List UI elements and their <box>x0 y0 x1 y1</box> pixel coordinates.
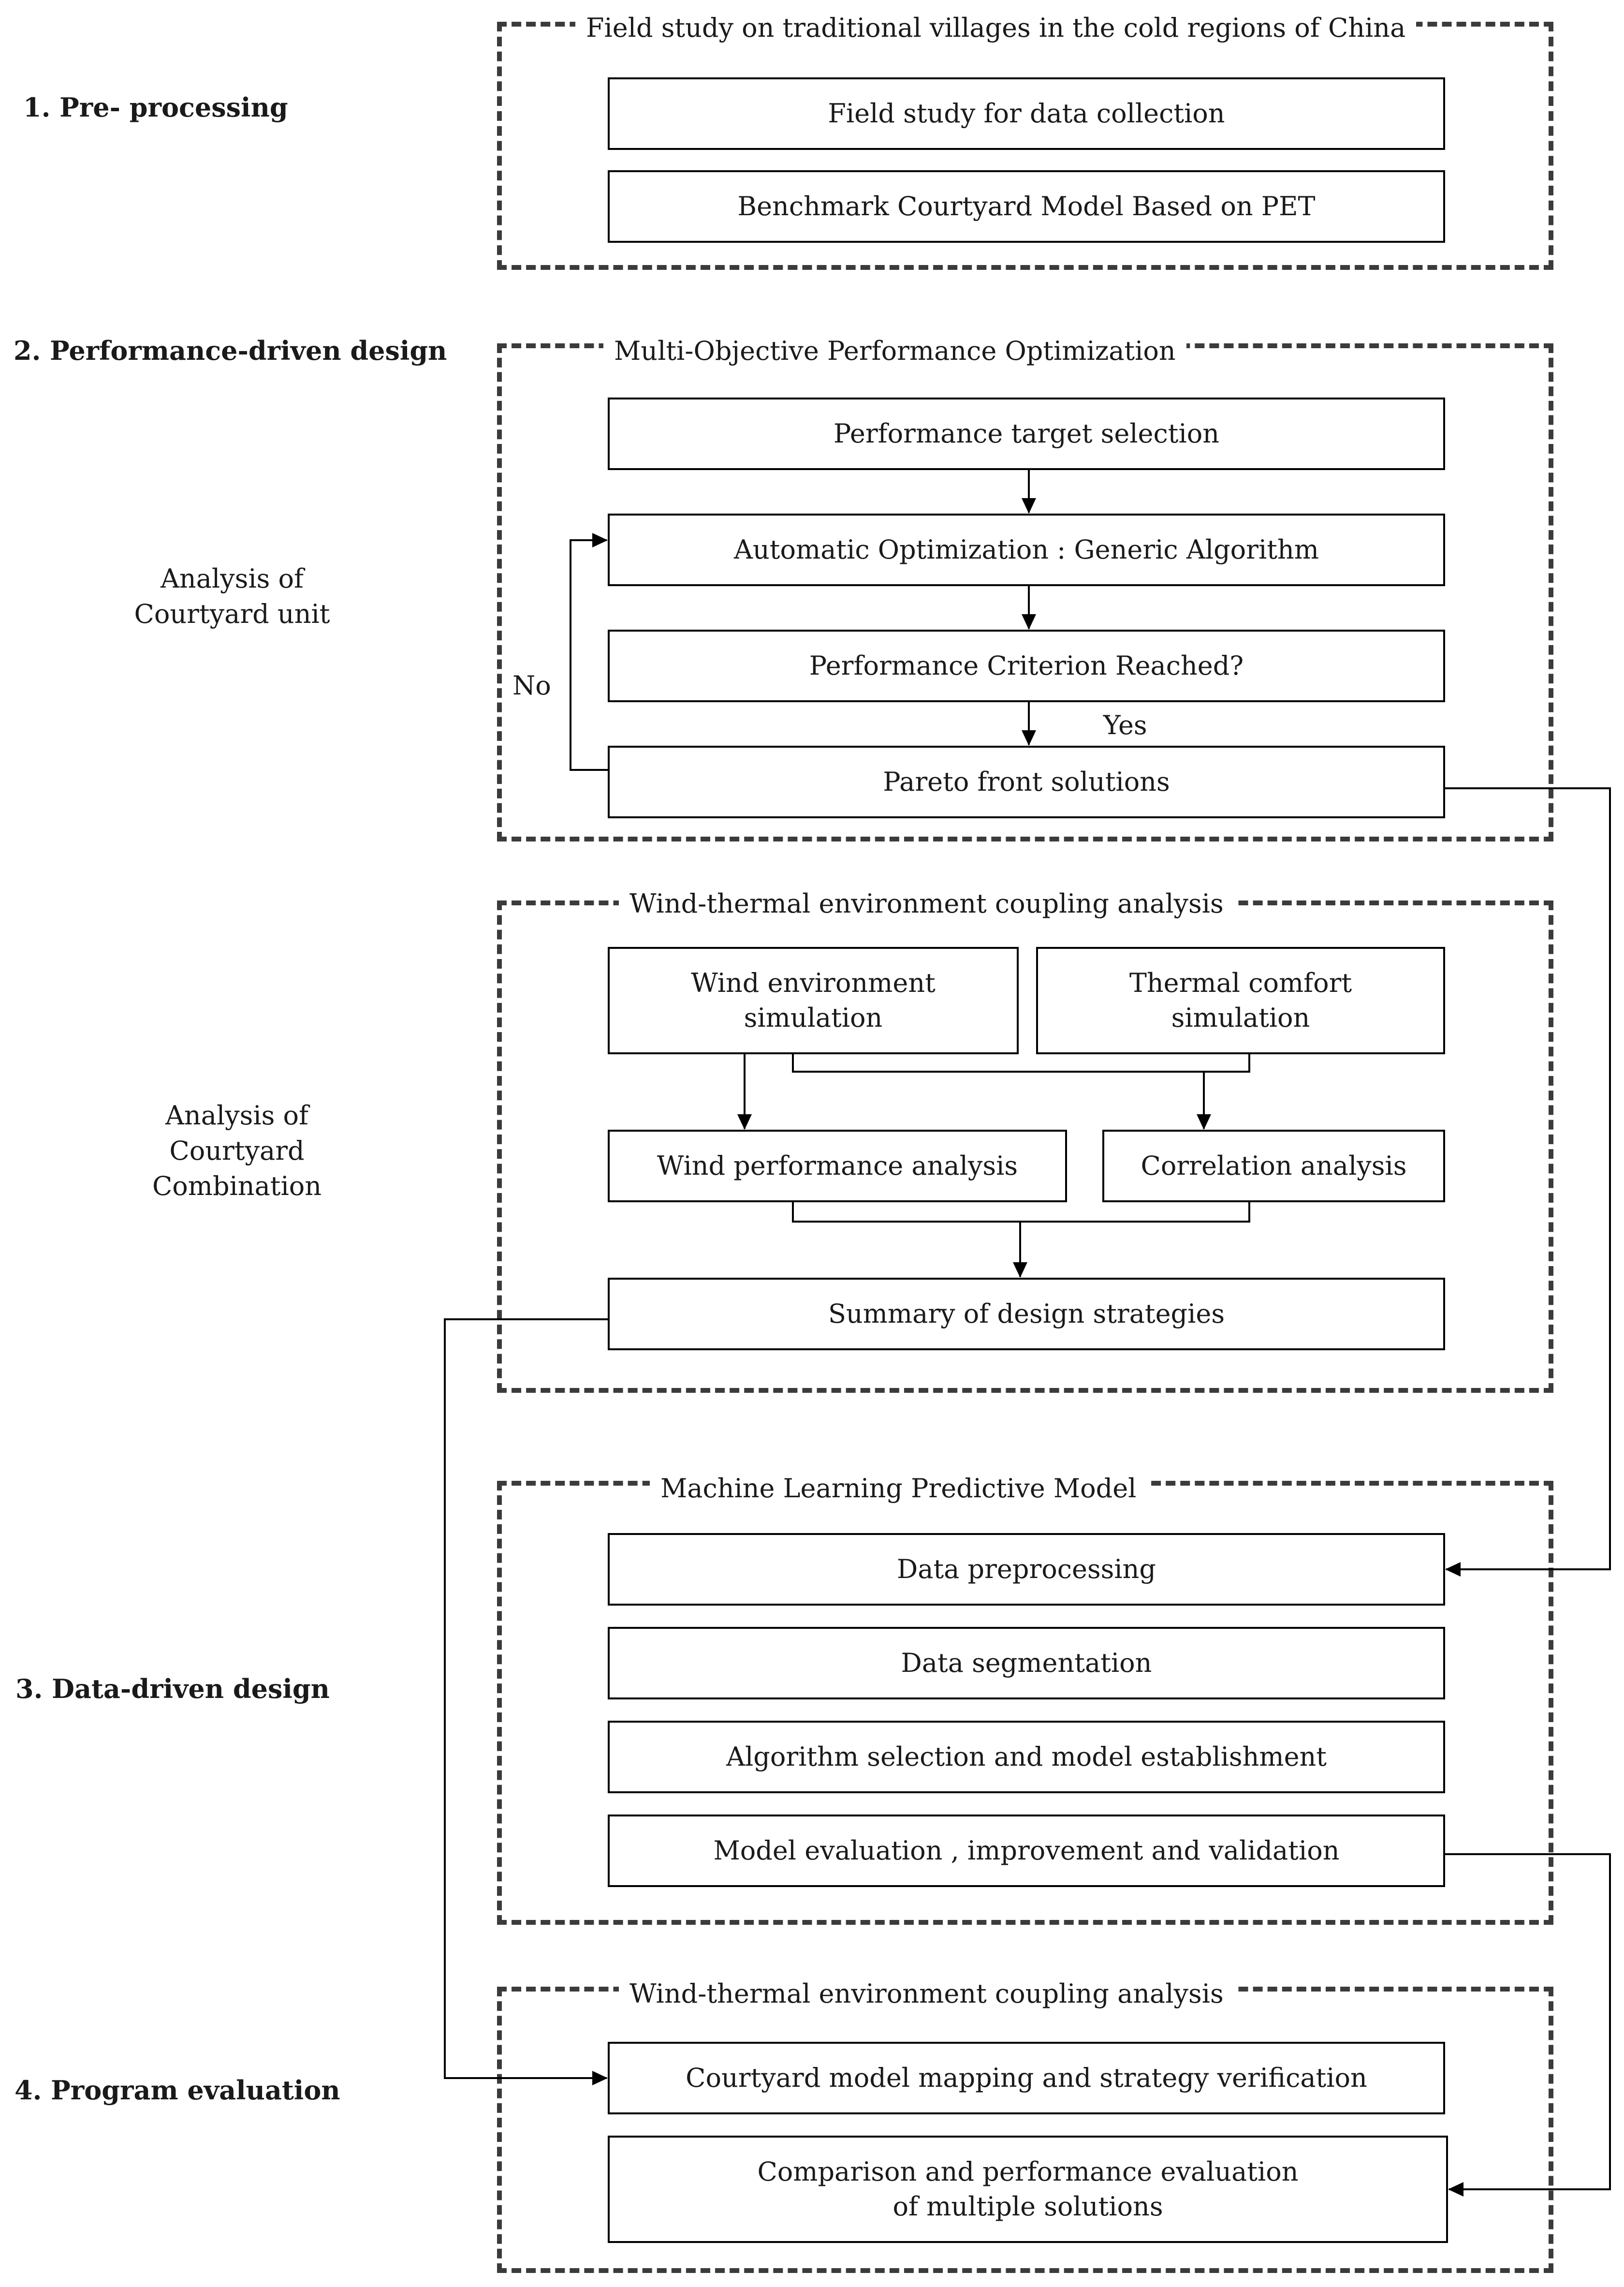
group-evaluation-title: Wind-thermal environment coupling analys… <box>619 1979 1234 2009</box>
group-ml-model-title: Machine Learning Predictive Model <box>650 1474 1147 1504</box>
section-pre-processing: 1. Pre- processing <box>23 92 288 123</box>
group-field-study-title: Field study on traditional villages in t… <box>575 13 1417 43</box>
side-label-courtyard-unit: Analysis of Courtyard unit <box>134 563 330 629</box>
step-model-evaluation: Model evaluation , improvement and valid… <box>608 1815 1445 1887</box>
group-coupling-analysis-title: Wind-thermal environment coupling analys… <box>619 889 1234 919</box>
section-data-driven-design: 3. Data-driven design <box>15 1673 330 1704</box>
step-comparison-performance-evaluation: Comparison and performance evaluation of… <box>608 2136 1448 2243</box>
step-wind-performance-analysis: Wind performance analysis <box>608 1130 1067 1202</box>
arrowhead-to-summary <box>1013 1262 1027 1278</box>
connector-analysis-bracket <box>792 1202 1250 1223</box>
step-wind-environment-simulation: Wind environment simulation <box>608 947 1019 1054</box>
step-summary-design-strategies: Summary of design strategies <box>608 1278 1445 1350</box>
arrowhead-criterion-to-pareto <box>1022 730 1036 746</box>
step-field-study-data-collection: Field study for data collection <box>608 77 1445 150</box>
step-data-preprocessing: Data preprocessing <box>608 1533 1445 1606</box>
arrowhead-no-loop <box>592 533 608 547</box>
arrowhead-target-to-optimization <box>1022 498 1036 514</box>
step-data-segmentation: Data segmentation <box>608 1627 1445 1699</box>
label-no: No <box>512 670 551 701</box>
step-thermal-comfort-simulation: Thermal comfort simulation <box>1036 947 1445 1054</box>
arrowhead-to-preprocessing <box>1445 1562 1461 1577</box>
step-automatic-optimization: Automatic Optimization : Generic Algorit… <box>608 514 1445 586</box>
step-performance-criterion-reached: Performance Criterion Reached? <box>608 630 1445 702</box>
connector-summary-to-mapping <box>444 1318 608 2079</box>
step-performance-target-selection: Performance target selection <box>608 398 1445 470</box>
arrowhead-to-wind-perf <box>737 1114 752 1130</box>
arrowhead-to-comparison <box>1448 2182 1463 2197</box>
section-performance-driven-design: 2. Performance-driven design <box>14 335 447 366</box>
step-courtyard-model-mapping: Courtyard model mapping and strategy ver… <box>608 2042 1445 2114</box>
arrowhead-optimization-to-criterion <box>1022 614 1036 630</box>
label-yes: Yes <box>1103 710 1147 740</box>
step-algorithm-selection: Algorithm selection and model establishm… <box>608 1721 1445 1793</box>
arrowhead-to-mapping <box>592 2071 608 2085</box>
connector-model-evaluation-to-comparison <box>1445 1853 1611 2190</box>
loop-no-back-to-optimization <box>570 539 608 771</box>
connector-simulations-bracket <box>792 1054 1250 1073</box>
step-benchmark-courtyard-model: Benchmark Courtyard Model Based on PET <box>608 170 1445 243</box>
step-pareto-front-solutions: Pareto front solutions <box>608 746 1445 818</box>
group-optimization-title: Multi-Objective Performance Optimization <box>603 336 1186 366</box>
side-label-courtyard-combination: Analysis of Courtyard Combination <box>152 1100 322 1201</box>
arrowhead-to-correlation <box>1197 1114 1211 1130</box>
connector-pareto-to-preprocessing <box>1445 787 1611 1570</box>
section-program-evaluation: 4. Program evaluation <box>15 2075 340 2106</box>
step-correlation-analysis: Correlation analysis <box>1102 1130 1445 1202</box>
